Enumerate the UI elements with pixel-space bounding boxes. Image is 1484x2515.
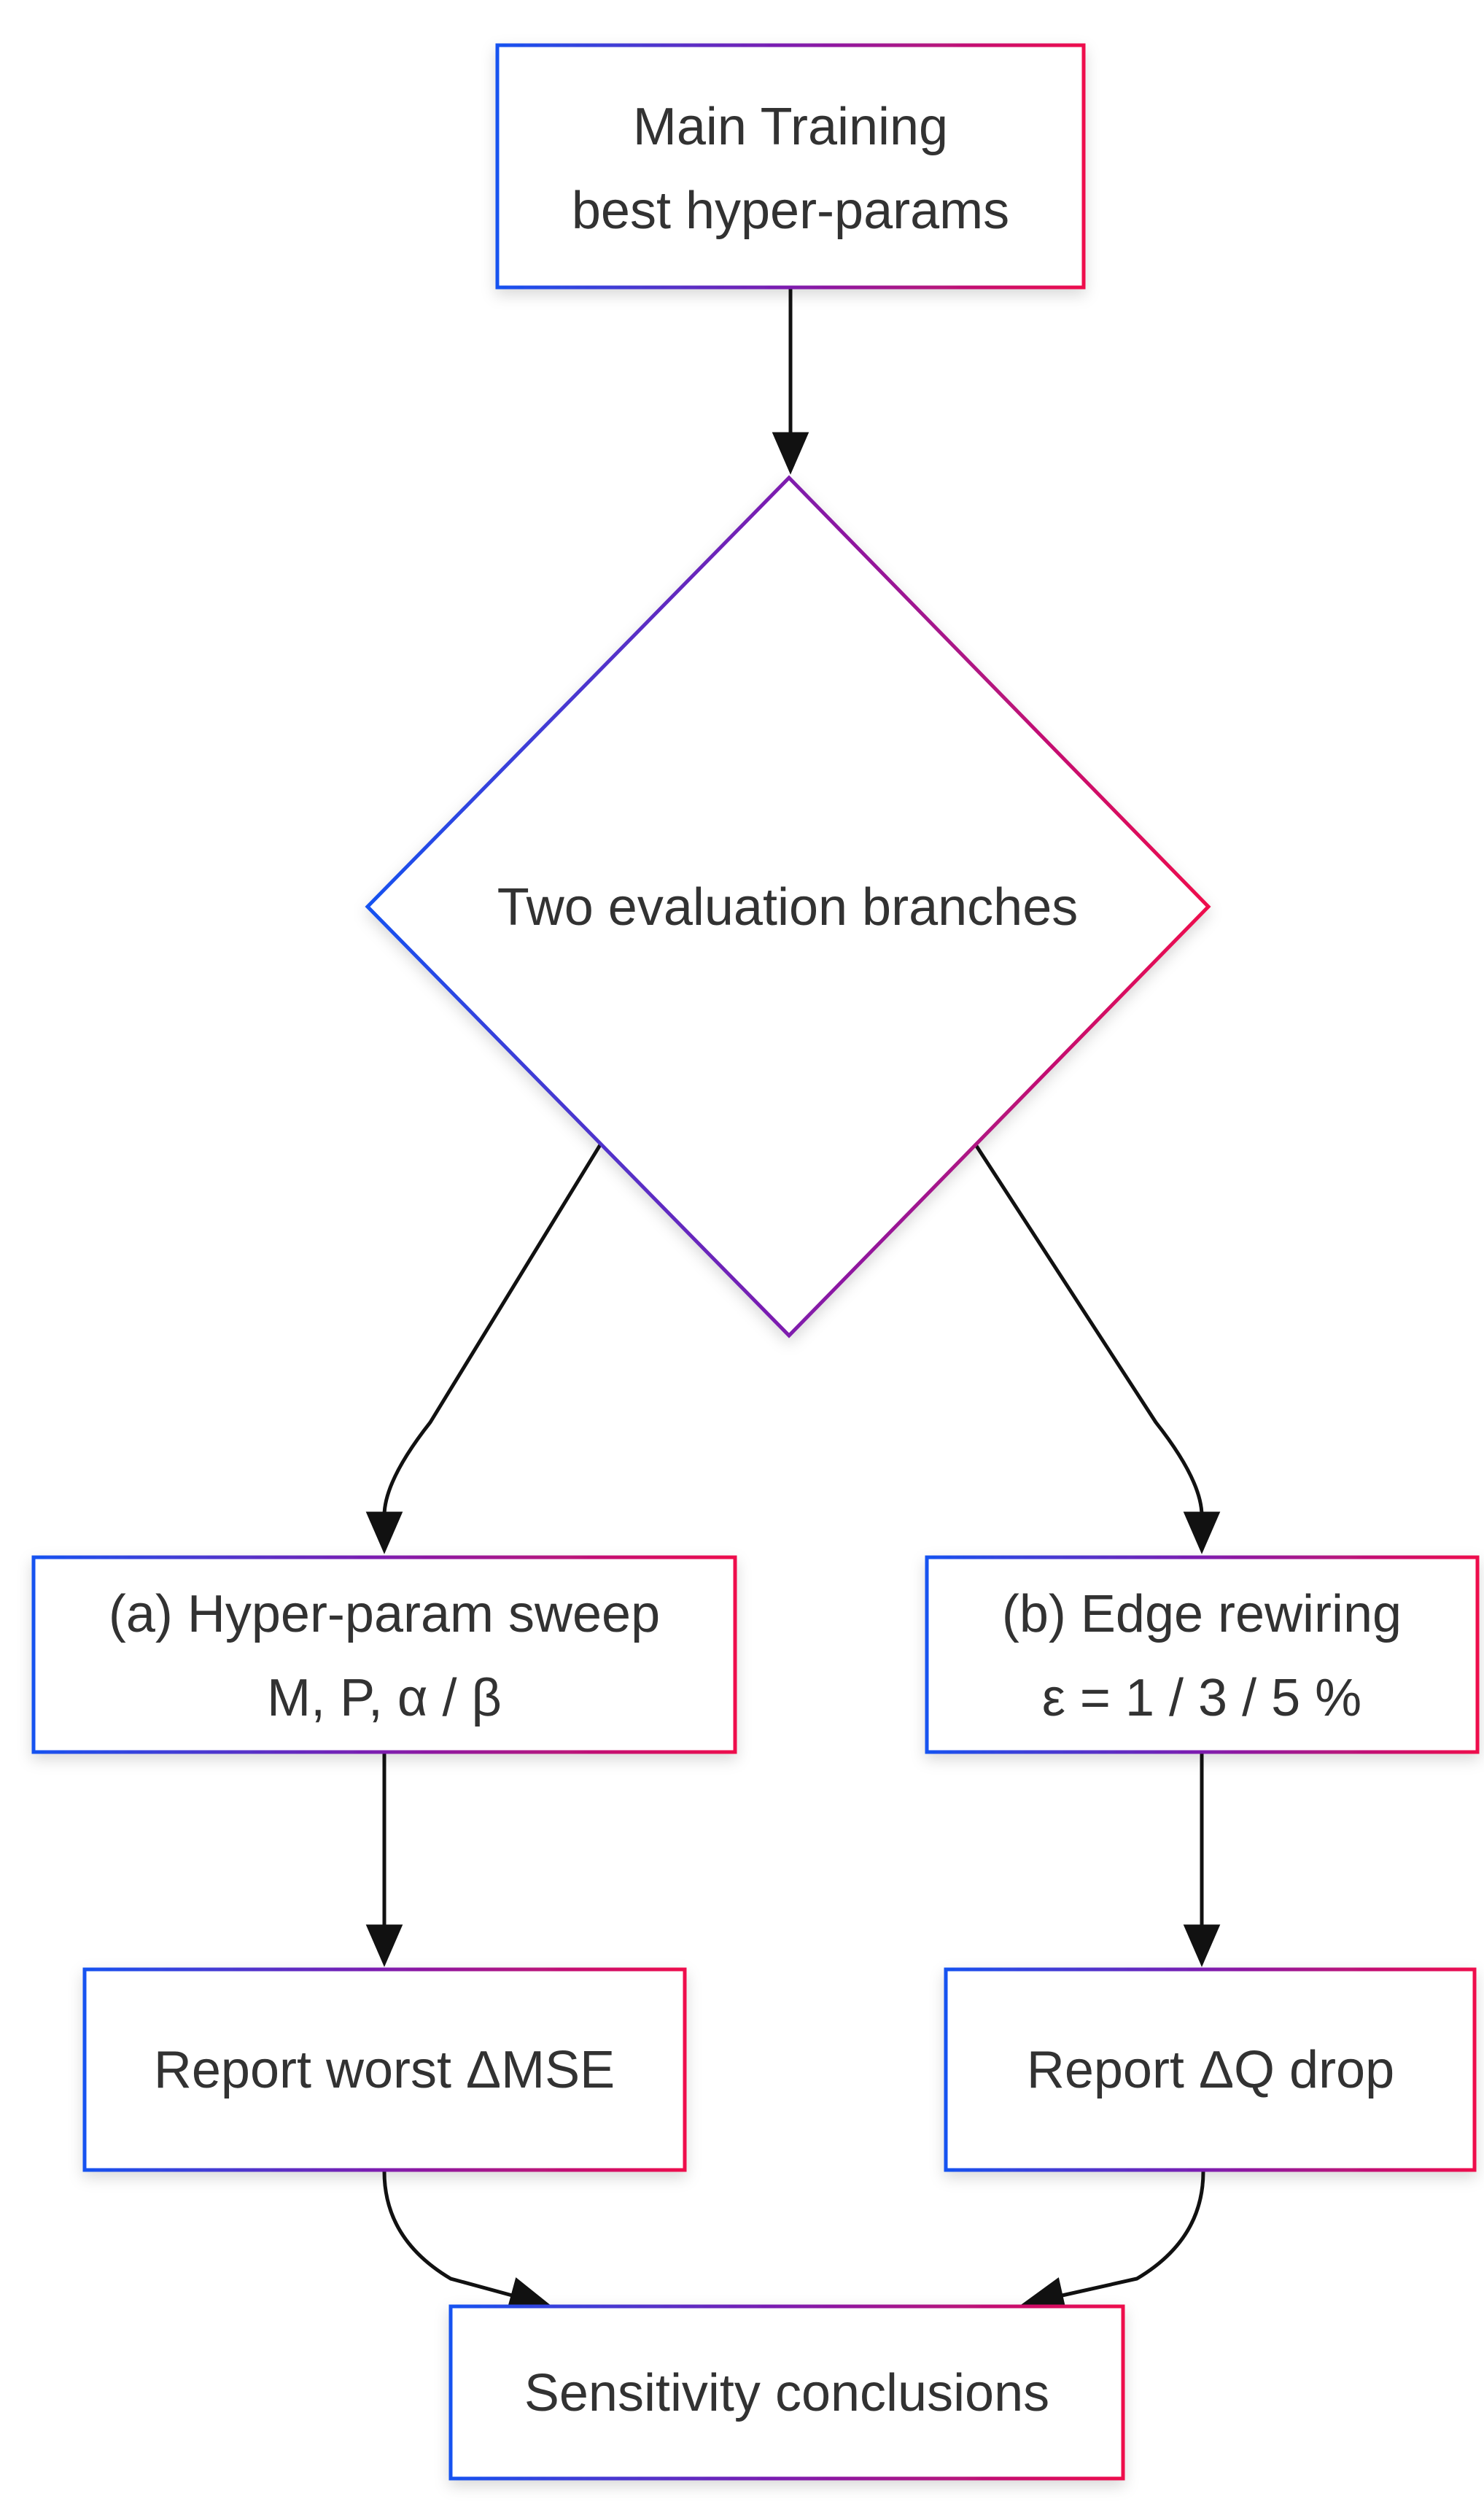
edge-decision-to-rewiring: [973, 1142, 1221, 1554]
decision-diamond: [365, 475, 1211, 1338]
decision-label: Two evaluation branches: [497, 878, 1079, 937]
edge-report-mse-to-conclusions: [382, 2171, 552, 2313]
edge-decision-to-sweep: [365, 1142, 603, 1554]
node-report-q-drop: Report ΔQ drop: [944, 1967, 1477, 2172]
edge-rewiring-box: [925, 1555, 1480, 1754]
node-main-training: Main Training best hyper-params: [495, 43, 1086, 290]
edges: [365, 289, 1221, 2314]
node-report-worst-mse: Report worst ΔMSE: [82, 1967, 687, 2172]
edge-rewiring-label-line2: ε = 1 / 3 / 5 %: [1042, 1669, 1361, 1727]
report-worst-mse-box: [82, 1967, 687, 2172]
report-q-drop-label: Report ΔQ drop: [1027, 2041, 1394, 2099]
main-training-label-line2: best hyper-params: [572, 182, 1009, 240]
node-edge-rewiring: (b) Edge rewiring ε = 1 / 3 / 5 %: [925, 1555, 1480, 1754]
main-training-box: [495, 43, 1086, 290]
edge-report-q-to-conclusions: [1021, 2171, 1205, 2314]
sensitivity-conclusions-box: [448, 2304, 1125, 2481]
main-training-label-line1: Main Training: [633, 98, 948, 156]
hyper-param-sweep-label-line2: M, P, α / β: [267, 1669, 502, 1727]
hyper-param-sweep-label-line1: (a) Hyper-param sweep: [109, 1585, 660, 1643]
node-sensitivity-conclusions: Sensitivity conclusions: [448, 2304, 1125, 2481]
hyper-param-sweep-box: [31, 1555, 737, 1754]
node-decision: Two evaluation branches: [365, 475, 1211, 1338]
node-hyper-param-sweep: (a) Hyper-param sweep M, P, α / β: [31, 1555, 737, 1754]
report-worst-mse-label: Report worst ΔMSE: [154, 2041, 615, 2099]
edge-rewiring-label-line1: (b) Edge rewiring: [1002, 1585, 1402, 1643]
report-q-drop-box: [944, 1967, 1477, 2172]
sensitivity-conclusions-label: Sensitivity conclusions: [524, 2364, 1049, 2422]
